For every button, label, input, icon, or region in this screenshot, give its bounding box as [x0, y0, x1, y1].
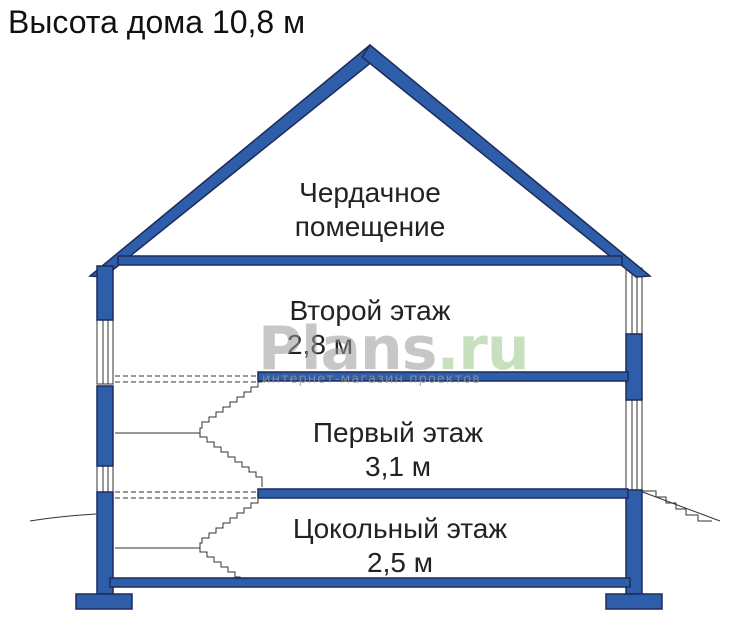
attic-label: Чердачное помещение: [250, 176, 490, 244]
ground-line-right: [639, 490, 721, 522]
left-wall-middle: [96, 385, 114, 467]
first-floor-name: Первый этаж: [312, 417, 484, 448]
second-floor-height: 2,8 м: [287, 329, 353, 360]
exterior-steps: [640, 490, 712, 522]
right-wall-upper: [625, 333, 643, 401]
footing-right: [605, 593, 663, 610]
window-left-lower: [96, 465, 114, 493]
first-floor-label: Первый этаж 3,1 м: [278, 416, 518, 484]
watermark-accent: .ru: [436, 314, 529, 384]
first-floor-height: 3,1 м: [365, 451, 431, 482]
staircase-lower: [199, 497, 262, 580]
attic-label-line2: помещение: [294, 211, 446, 242]
attic-label-line1: Чердачное: [299, 177, 441, 208]
basement-floor-slab: [109, 577, 631, 588]
roof-right-slope: [360, 43, 652, 278]
watermark-subtitle: интернет-магазин проектов: [262, 372, 481, 387]
ground-line-left: [29, 513, 97, 522]
footing-left: [75, 593, 133, 610]
window-right-lower: [625, 399, 643, 491]
second-floor-name: Второй этаж: [289, 295, 451, 326]
second-floor-slab: [257, 371, 629, 382]
basement-name: Цокольный этаж: [292, 513, 508, 544]
basement-height: 2,5 м: [367, 547, 433, 578]
watermark-main: Plans: [258, 314, 437, 384]
window-left-upper: [96, 319, 114, 385]
basement-label: Цокольный этаж 2,5 м: [250, 512, 550, 580]
watermark-logo: Plans.ru: [258, 318, 530, 380]
second-floor-label: Второй этаж 2,8 м: [250, 294, 490, 362]
first-floor-slab: [257, 488, 629, 499]
house-height-title: Высота дома 10,8 м: [8, 4, 306, 40]
attic-floor-slab: [117, 255, 623, 266]
window-right-upper: [625, 267, 643, 335]
staircase-upper: [199, 381, 263, 487]
left-wall-top: [96, 265, 114, 321]
